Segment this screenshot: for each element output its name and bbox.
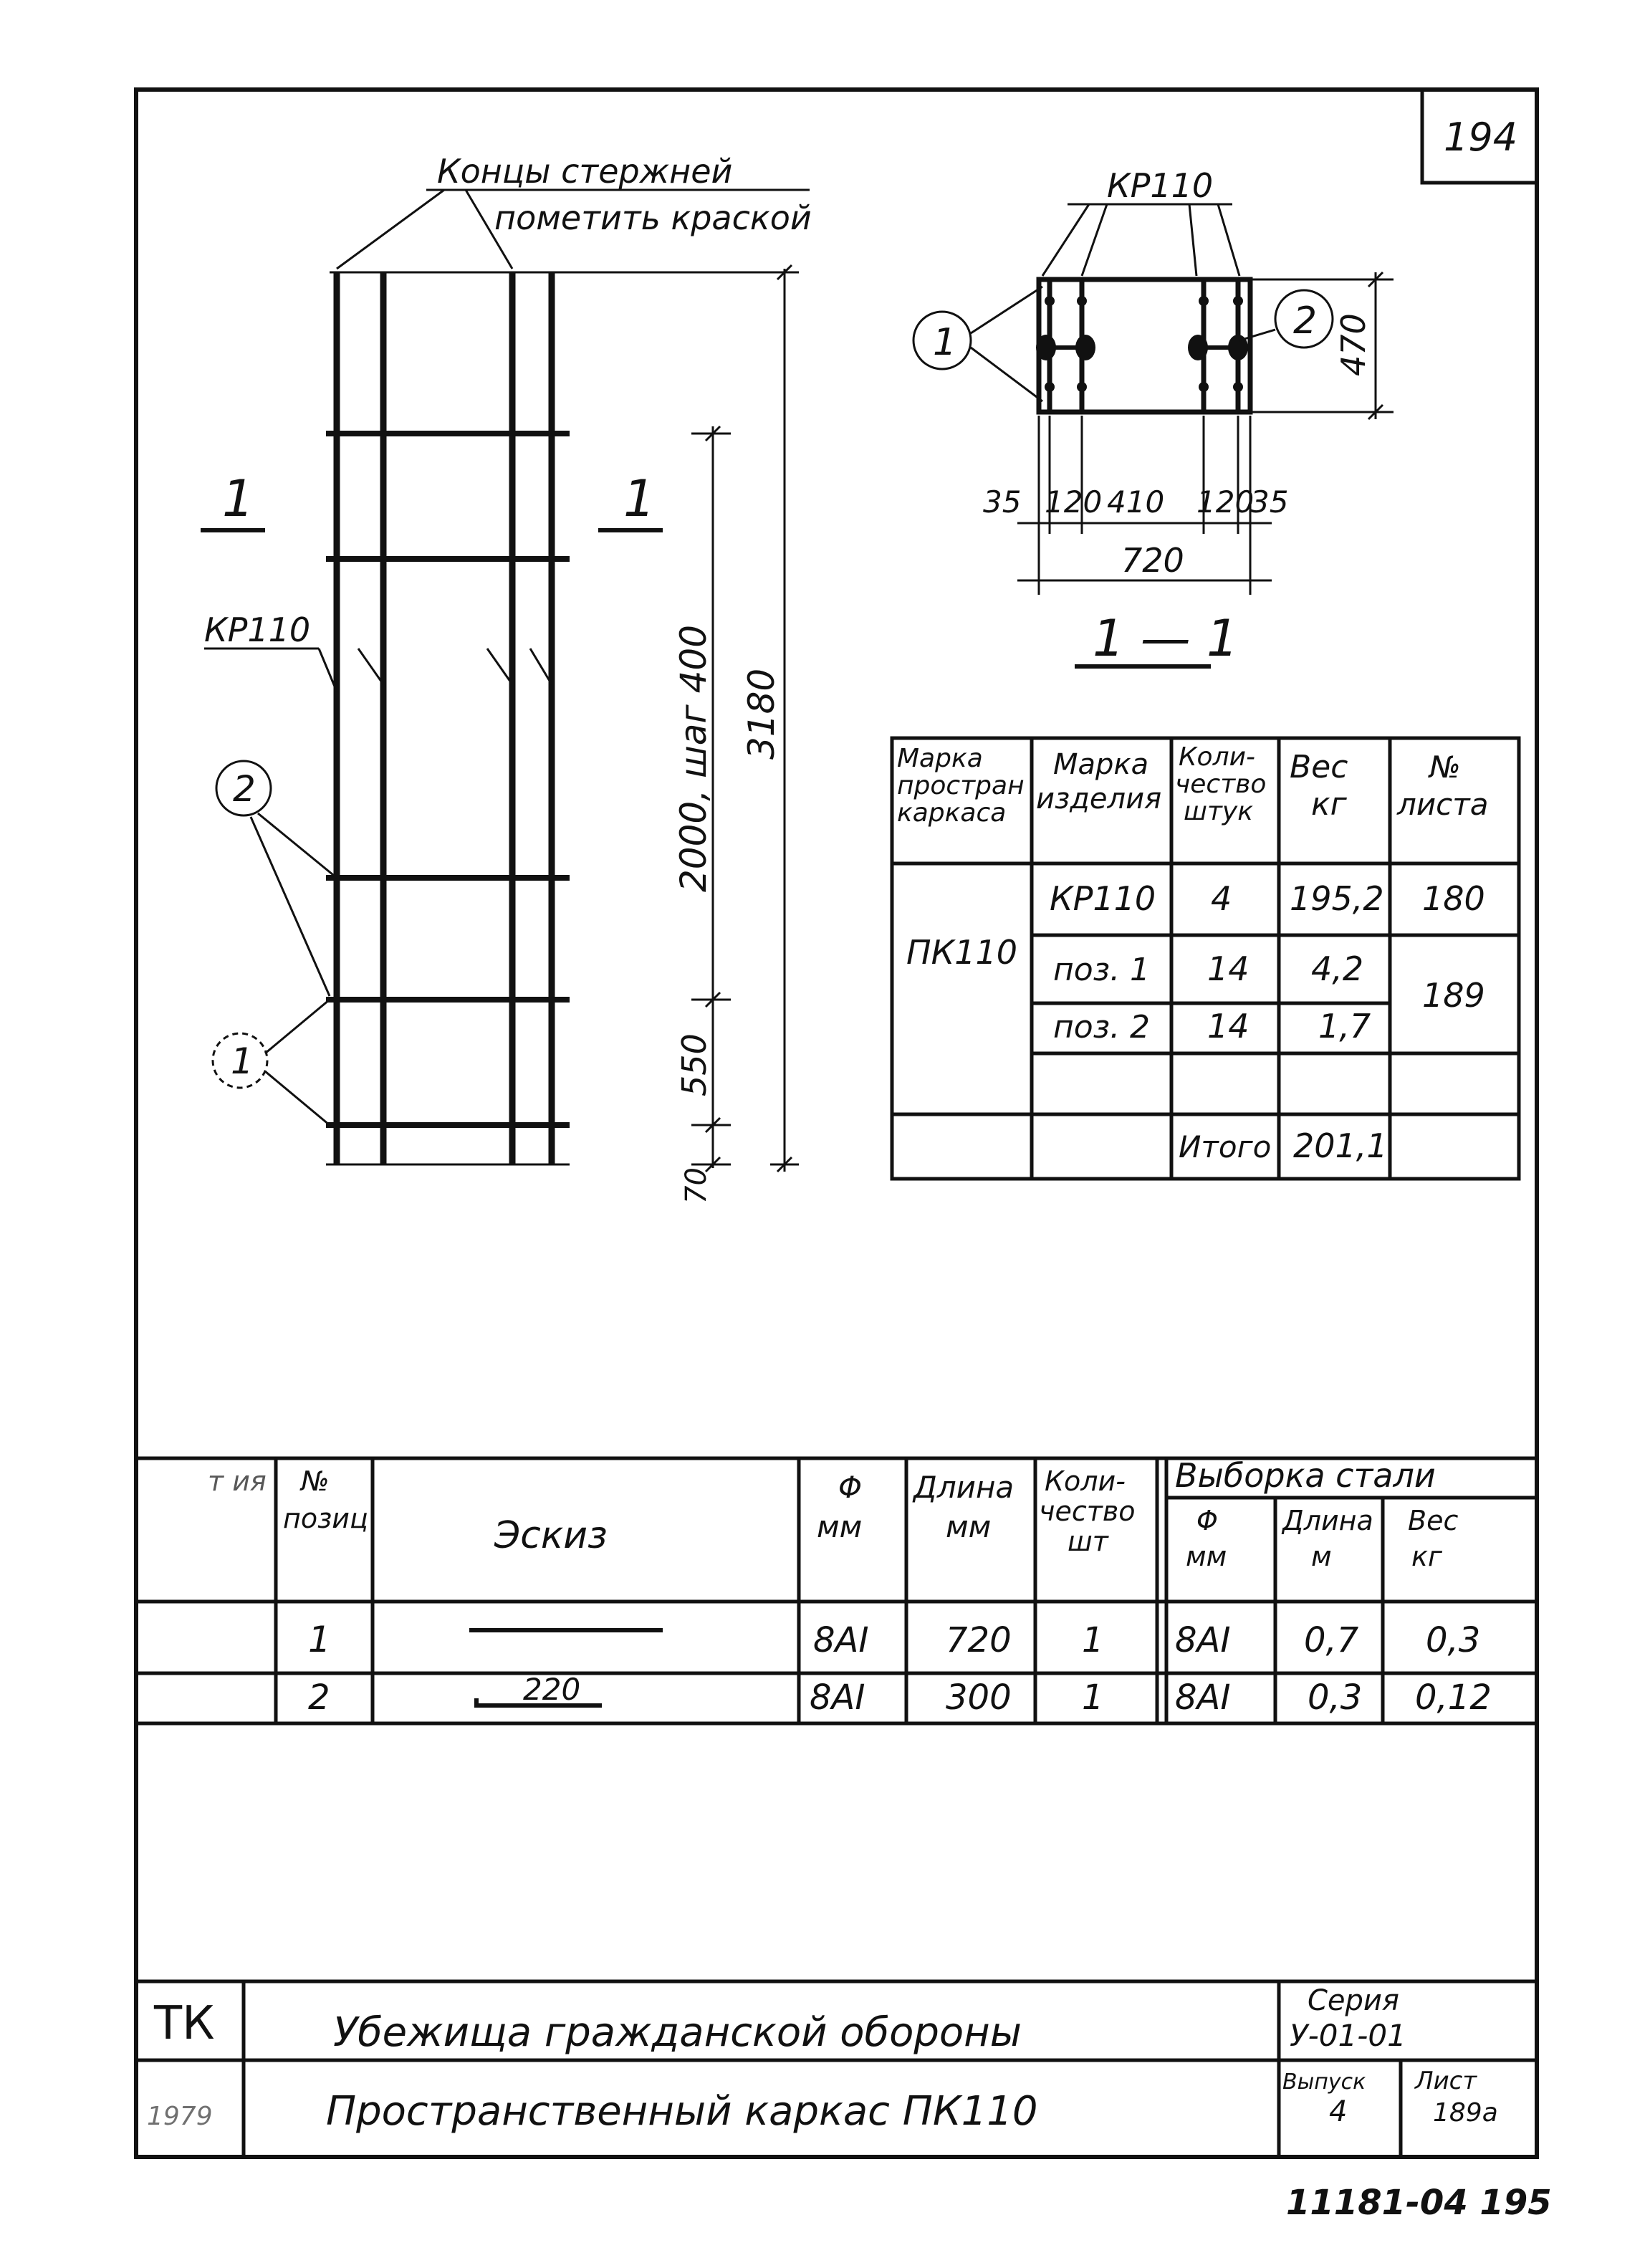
section-frame-label: КР110 — [1107, 166, 1213, 205]
spec-row1-sweight: 0,3 — [1426, 1620, 1480, 1660]
spec-row2-sweight: 0,12 — [1415, 1678, 1492, 1718]
leader-line — [336, 188, 445, 270]
table-cell: 189 — [1422, 976, 1485, 1015]
table-cell: 14 — [1207, 949, 1250, 988]
spec-row1-dia: 8AI — [813, 1620, 869, 1660]
page-number: 194 — [1444, 115, 1517, 160]
table-cell: КР110 — [1050, 879, 1156, 918]
page-number-box — [1420, 90, 1537, 185]
year: 1979 — [147, 2102, 213, 2131]
callout-2-label: 2 — [233, 768, 256, 810]
spec-header-sketch: Эскиз — [494, 1514, 608, 1557]
series-number: У-01-01 — [1290, 2018, 1406, 2053]
section-dim-410: 410 — [1107, 484, 1164, 520]
cut-mark-right: 1 — [623, 469, 656, 528]
spec-header-group: Выборка стали — [1175, 1456, 1436, 1495]
spec-row1-slen: 0,7 — [1304, 1620, 1359, 1660]
frame-label-kp110: КР110 — [204, 611, 310, 649]
note-line-2: пометить краской — [494, 198, 812, 237]
table-cell: 14 — [1207, 1007, 1250, 1046]
table-cell: 4 — [1211, 879, 1232, 918]
note-line-1: Концы стержней — [437, 152, 732, 191]
spec-row2-pos: 2 — [308, 1678, 330, 1718]
sketch-bent-bar — [474, 1698, 602, 1708]
section-callout-1 — [912, 310, 972, 370]
issue-number: 4 — [1329, 2095, 1347, 2128]
table-cell: поз. 1 — [1053, 952, 1150, 988]
archive-stamp: 11181-04 195 — [1286, 2183, 1552, 2223]
callout-1-label: 1 — [231, 1040, 254, 1082]
dimension-70: 70 — [680, 1167, 713, 1204]
spec-row2-dia: 8AI — [810, 1678, 865, 1718]
elevation-view: Концы стержней пометить краской 1 1 КР — [201, 152, 812, 1204]
section-callout-1-label: 1 — [933, 321, 956, 364]
section-dim-35-right: 35 — [1250, 484, 1288, 520]
spec-row1-pos: 1 — [308, 1619, 331, 1660]
svg-text:Φмм: Φмм — [1186, 1505, 1227, 1572]
spec-row2-slen: 0,3 — [1308, 1678, 1362, 1718]
table-cell: 4,2 — [1311, 949, 1363, 988]
total-weight: 201,1 — [1293, 1126, 1388, 1165]
spec-row2-qty: 1 — [1082, 1678, 1104, 1718]
section-title: 1 — 1 — [1093, 609, 1239, 668]
cut-mark-left: 1 — [222, 469, 254, 528]
section-dim-35-left: 35 — [983, 484, 1021, 520]
section-dim-720: 720 — [1121, 541, 1184, 580]
issue-label: Выпуск — [1282, 2070, 1366, 2095]
sheet-border — [134, 87, 1539, 2159]
table-cell: 195,2 — [1290, 879, 1384, 918]
dimension-total-height: 3180 — [741, 669, 782, 760]
title-line-1: Убежища гражданской обороны — [333, 2009, 1022, 2056]
spec-row2-sdia: 8AI — [1175, 1678, 1231, 1718]
table-cell: поз. 2 — [1053, 1009, 1150, 1046]
section-callout-2-label: 2 — [1293, 300, 1317, 343]
spec-row1-length: 720 — [946, 1620, 1012, 1660]
section-dim-120-right: 120 — [1196, 484, 1254, 520]
section-dim-470: 470 — [1334, 313, 1373, 376]
callout-circle-1 — [211, 1032, 269, 1089]
table-cell: 180 — [1422, 879, 1485, 918]
series-label: Серия — [1308, 1984, 1399, 2017]
sheet-label: Лист — [1414, 2067, 1477, 2095]
section-callout-2 — [1274, 289, 1334, 349]
table-cell: 1,7 — [1318, 1007, 1371, 1046]
frame-mark: ПК110 — [906, 933, 1017, 972]
leader-line — [464, 189, 514, 269]
spec-row1-sdia: 8AI — [1175, 1620, 1231, 1660]
sheet-number: 189а — [1433, 2098, 1498, 2128]
org-code: ТК — [153, 1997, 215, 2050]
svg-text:Φмм: Φмм — [817, 1470, 862, 1544]
section-view: КР110 1 2 470 — [912, 166, 1394, 669]
total-label: Итого — [1179, 1129, 1271, 1164]
callout-circle-2 — [215, 760, 272, 817]
dimension-spacing: 2000, шаг 400 — [673, 625, 714, 892]
section-dim-120-left: 120 — [1045, 484, 1102, 520]
spec-row2-sketch-label: 220 — [523, 1672, 580, 1707]
dimension-550: 550 — [675, 1033, 714, 1096]
spec-header-c0: т ия — [208, 1465, 267, 1497]
title-line-2: Пространственный каркас ПК110 — [326, 2088, 1037, 2135]
spec-row1-qty: 1 — [1082, 1620, 1104, 1660]
spec-row2-length: 300 — [946, 1678, 1012, 1718]
title-block: ТК 1979 Убежища гражданской обороны Прос… — [136, 1979, 1537, 2157]
